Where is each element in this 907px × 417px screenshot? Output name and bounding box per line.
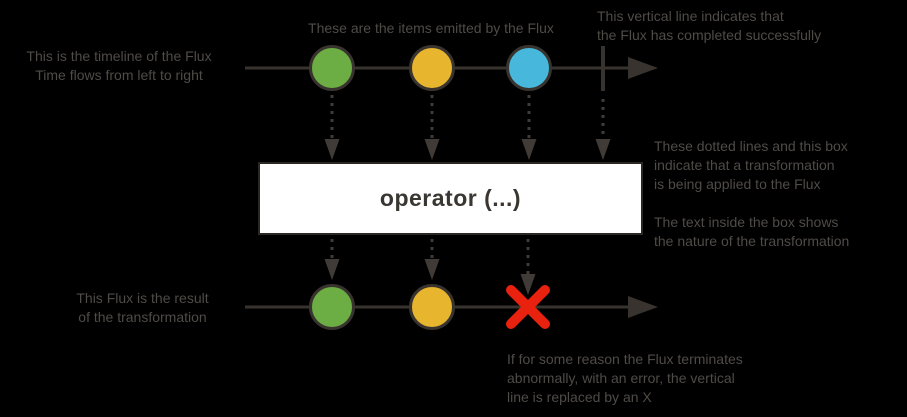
dotted-arrowhead-icon [521, 139, 537, 160]
transform-note: These dotted lines and this box indicate… [654, 138, 850, 249]
error-x-icon [506, 285, 550, 329]
operator-box: operator (...) [258, 162, 643, 235]
result-timeline-arrowhead-icon [628, 296, 658, 318]
items-note: These are the items emitted by the Flux [308, 20, 554, 36]
complete-note: This vertical line indicates that the Fl… [597, 8, 822, 43]
dotted-arrowhead-icon [424, 259, 440, 280]
result-timeline [245, 284, 658, 330]
dotted-arrowhead-icon [424, 139, 440, 160]
source-timeline [245, 45, 658, 91]
dotted-arrowhead-icon [324, 259, 340, 280]
timeline-note: This is the timeline of the Flux Time fl… [26, 48, 212, 83]
result-item-green [309, 284, 355, 330]
dotted-arrowhead-icon [324, 139, 340, 160]
transform-arrows-in [324, 95, 611, 160]
source-item-blue [506, 45, 552, 91]
dotted-arrowhead-icon [595, 139, 611, 160]
transform-arrows-out [324, 239, 536, 295]
result-item-yellow [409, 284, 455, 330]
source-item-yellow [409, 45, 455, 91]
error-note: If for some reason the Flux terminates a… [507, 351, 743, 405]
dotted-arrowhead-icon [520, 274, 536, 295]
source-item-green [309, 45, 355, 91]
operator-label: operator (...) [379, 185, 522, 211]
result-note: This Flux is the result of the transform… [76, 290, 209, 325]
source-timeline-arrowhead-icon [628, 57, 658, 79]
